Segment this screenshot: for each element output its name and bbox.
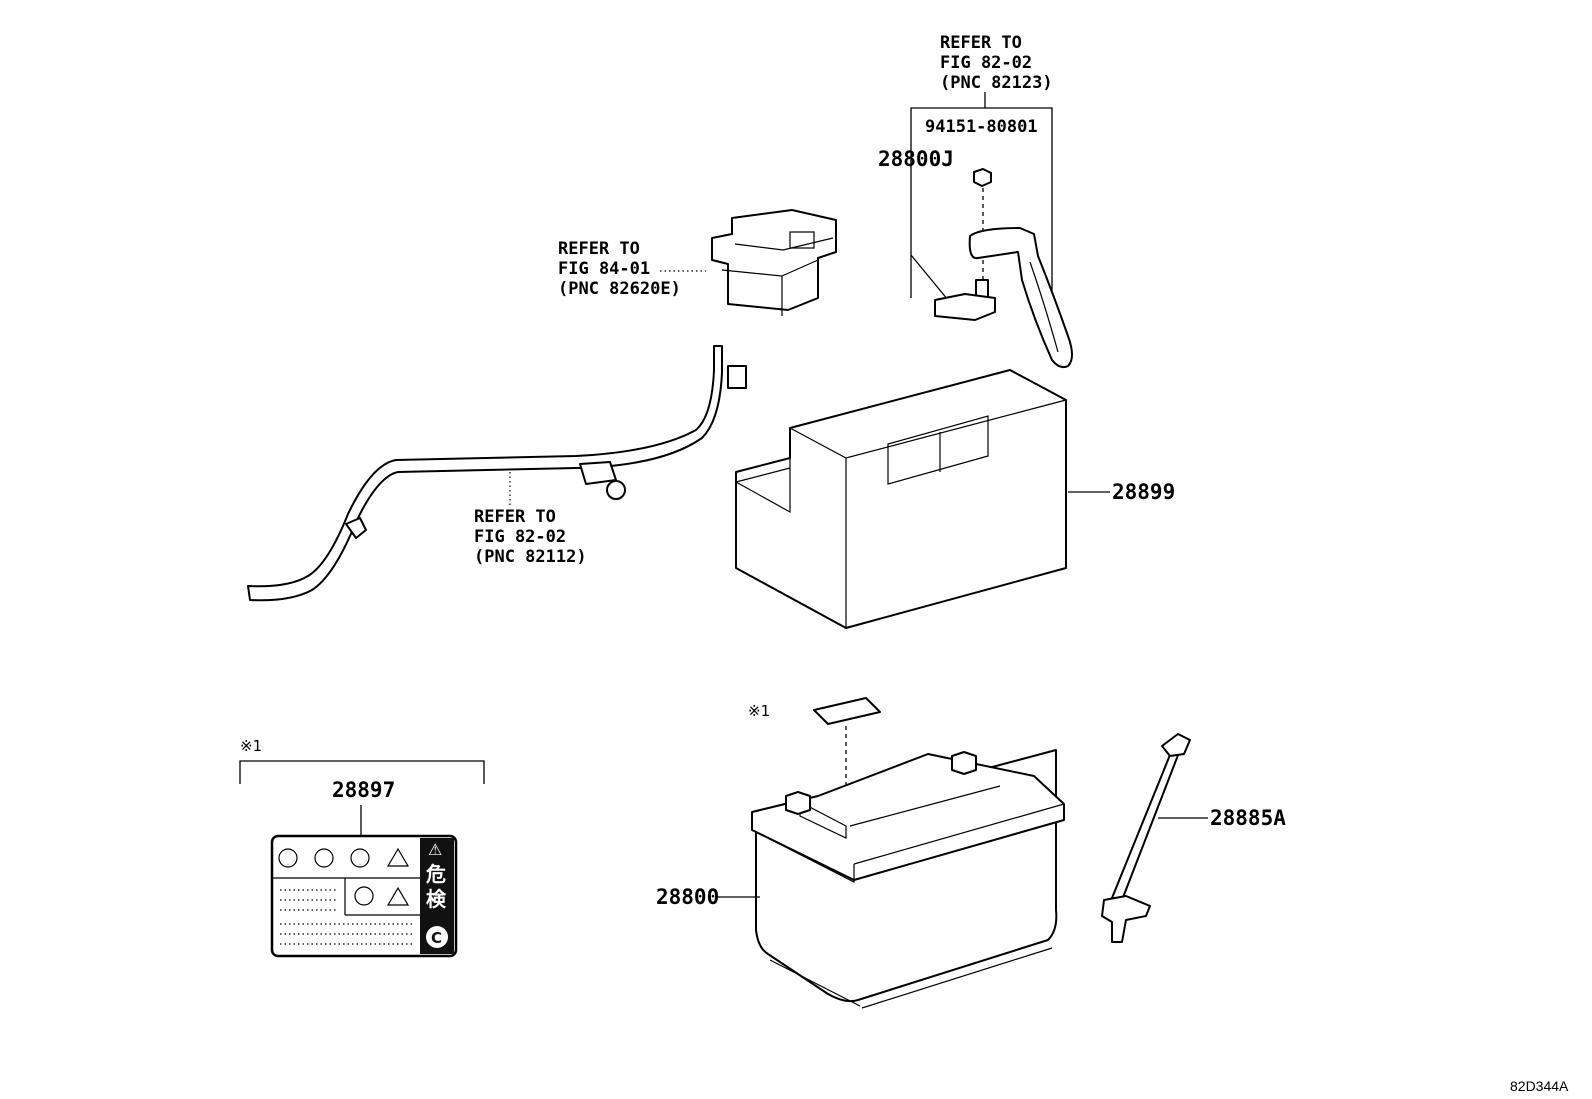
cover-part-number: 28899 (1112, 480, 1175, 504)
clamp-bracket-line (910, 107, 1053, 310)
battery-cable-group: REFER TO FIG 82-02 (PNC 82112) (247, 345, 747, 602)
caution-label (270, 834, 458, 958)
battery-cover (735, 369, 1067, 629)
battery-base-edges (769, 947, 1053, 1009)
cable-terminal (727, 365, 747, 389)
cable-grommet (345, 517, 367, 539)
label-kanji-1: 危 (426, 862, 446, 886)
label-bracket (239, 760, 485, 784)
label-badge-circle (426, 926, 448, 948)
fuse-block (711, 209, 837, 311)
clamp-block (934, 293, 996, 321)
ref-82112-line3: (PNC 82112) (474, 547, 587, 567)
fuse-block-edges (721, 237, 834, 316)
battery-top-ridge (849, 785, 1001, 827)
label-badge: C (431, 929, 442, 947)
positive-terminal-icon (951, 751, 977, 775)
ref-82112-line1: REFER TO (474, 507, 556, 527)
no-fire-icon (278, 848, 298, 868)
ref-82620e-line2: FIG 84-01 (558, 259, 650, 279)
ref-82620e-line3: (PNC 82620E) (558, 279, 681, 299)
cable-clip (579, 461, 617, 485)
diagram-id: 82D344A (1510, 1078, 1569, 1094)
ground-cable-part-number: 28885A (1210, 806, 1286, 830)
cable-clip-bolt (606, 480, 626, 500)
battery-left-ledge (799, 801, 847, 839)
clamp-leader (910, 254, 949, 301)
ground-cable-group: 28885A (1101, 733, 1286, 943)
hold-down-bar-edge (1029, 261, 1059, 353)
keep-children-away-icon (350, 848, 370, 868)
caution-label-group: ※1 28897 ⚠ 危 検 C (239, 737, 485, 958)
note-mark-label: ※1 (240, 737, 262, 755)
battery-sticker-icon (813, 697, 881, 725)
ground-cable-terminal-bottom (1101, 895, 1151, 943)
nut-part-number: 94151-80801 (925, 117, 1038, 137)
negative-terminal-icon (785, 791, 811, 815)
eye-protection-icon (314, 848, 334, 868)
clamp-assembly-group: REFER TO FIG 82-02 (PNC 82123) 94151-808… (878, 33, 1073, 369)
nut-icon (973, 168, 992, 187)
note-mark-battery: ※1 (748, 702, 770, 720)
warning-triangle-icon: ⚠ (428, 840, 442, 859)
ground-cable (1111, 749, 1181, 901)
ref-82123-line2: FIG 82-02 (940, 53, 1032, 73)
label-part-number: 28897 (332, 778, 395, 802)
battery-part-number: 28800 (656, 885, 719, 909)
ref-82123-line1: REFER TO (940, 33, 1022, 53)
explosive-gas-icon (386, 886, 410, 906)
label-kanji-2: 検 (426, 887, 447, 911)
battery-group: ※1 28800 (656, 697, 1065, 1009)
battery-cover-group: 28899 (735, 369, 1175, 629)
ref-82620e-line1: REFER TO (558, 239, 640, 259)
ref-82123-line3: (PNC 82123) (940, 73, 1053, 93)
manual-icon (354, 886, 374, 906)
ground-cable-terminal-top (1161, 733, 1191, 757)
battery-cover-edges (735, 399, 1067, 628)
battery-cover-window (887, 415, 989, 485)
battery-cable (247, 345, 723, 602)
clamp-part-number: 28800J (878, 147, 954, 171)
battery-top-edges (751, 803, 1065, 883)
fuse-block-group: REFER TO FIG 84-01 (PNC 82620E) (558, 209, 837, 316)
caution-triangle-icon (386, 847, 410, 867)
hold-down-bar (968, 227, 1073, 369)
ref-82112-line2: FIG 82-02 (474, 527, 566, 547)
fuse-block-socket (789, 231, 815, 249)
